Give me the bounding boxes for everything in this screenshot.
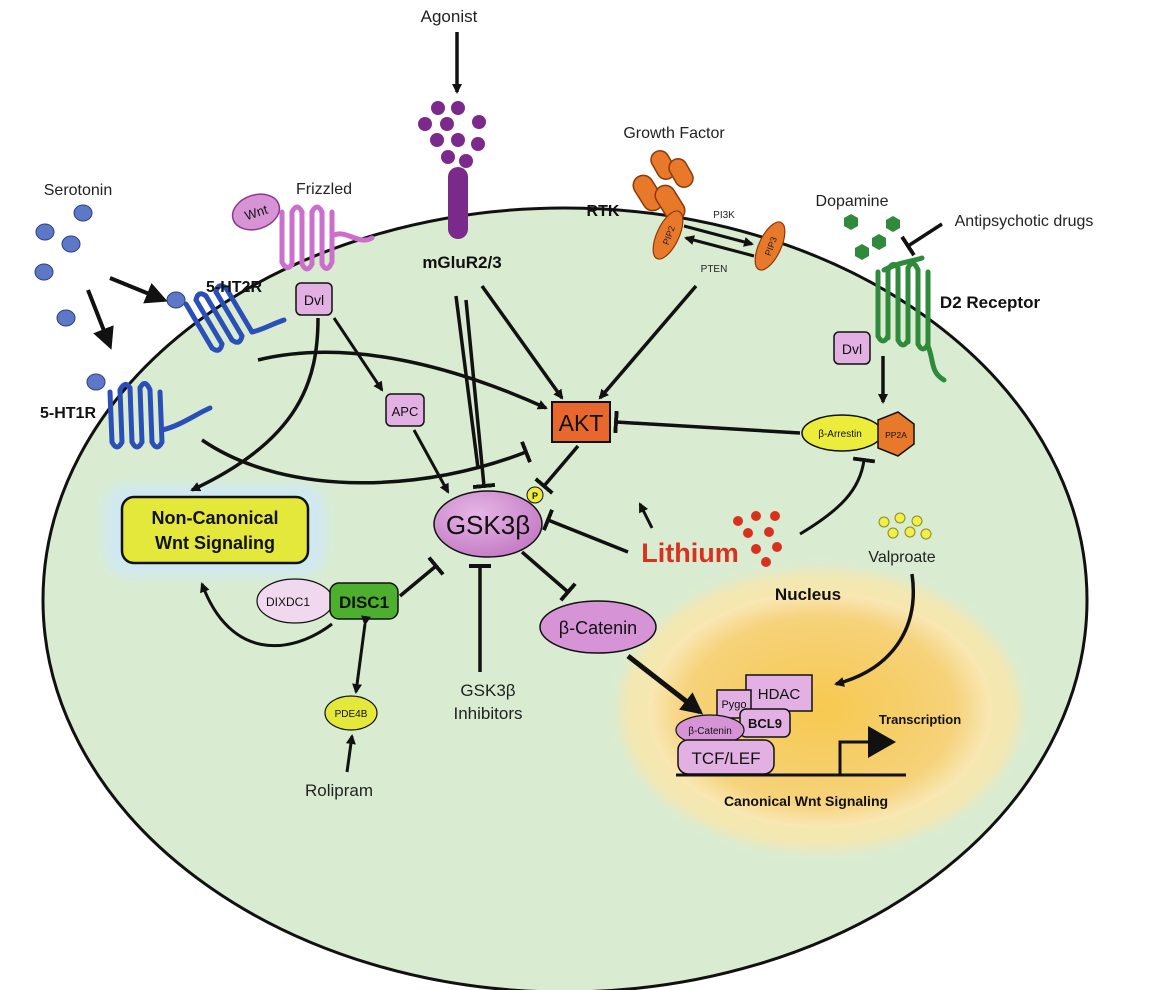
rtk-receptor (632, 150, 694, 222)
frizzled-receptor (279, 204, 375, 272)
pi3k-label: PI3K (713, 210, 735, 221)
lithium-inhibits-gsk (542, 509, 629, 554)
antipsychotic-inhibit (900, 222, 943, 257)
dopamine-particles (844, 214, 900, 260)
growth-factor-label: Growth Factor (623, 125, 725, 142)
pi3k-arrow (683, 224, 754, 247)
pygo-label: Pygo (721, 699, 746, 711)
valproate-particles (878, 512, 932, 540)
pip3-lipid (754, 221, 786, 271)
mglur-label: mGluR2/3 (422, 253, 501, 272)
akt-inhibits-gsk (534, 444, 580, 495)
apc-to-gsk-arrow (412, 429, 450, 494)
ht2r-ligand (166, 291, 186, 309)
pten-label: PTEN (701, 264, 728, 275)
pp2a-hexagon (877, 411, 915, 457)
agonist-label: Agonist (421, 7, 478, 26)
valproate-to-hdac-arrow (834, 573, 915, 687)
disc1-to-noncanonical-arrow (200, 582, 333, 648)
tcf-lef-label: TCF/LEF (692, 749, 761, 768)
gsk-inhibitors-label-1: GSK3β (460, 681, 515, 700)
mglur-receptor (448, 167, 468, 239)
beta-catenin-small-label: β-Catenin (688, 726, 732, 737)
pten-arrow (684, 235, 755, 258)
beta-arrestin-label: β-Arrestin (818, 429, 862, 440)
transcription-arrowhead (868, 726, 896, 758)
gsk3b-label: GSK3β (446, 510, 530, 540)
ht2r-label: 5-HT2R (206, 279, 262, 296)
ht2r-receptor (183, 283, 287, 353)
wnt-label: Wnt (243, 202, 270, 224)
hdac-label: HDAC (758, 686, 801, 703)
wnt-ligand (231, 193, 281, 231)
ht1r-receptor (107, 381, 213, 450)
serotonin-to-ht2r (109, 276, 168, 304)
gsk-inhibits-catenin (520, 550, 577, 602)
arrestin-inhibits-akt (613, 410, 801, 435)
ht1r-inhibits-akt (201, 438, 532, 485)
mglur-inhibits-gsk-b (454, 295, 480, 469)
dvl-left-box (295, 282, 333, 316)
lithium-particles (733, 511, 782, 567)
phospho-label: P (532, 491, 538, 501)
akt-box (551, 401, 611, 443)
rolipram-label: Rolipram (305, 781, 373, 800)
serotonin-to-ht1r (86, 289, 114, 350)
disc1-label: DISC1 (339, 593, 389, 612)
beta-catenin-label: β-Catenin (559, 618, 637, 638)
gsk3b-node (433, 490, 543, 558)
dvl-right-label: Dvl (842, 341, 862, 357)
d2-receptor (875, 255, 947, 383)
dvl-right-box (833, 331, 871, 365)
disc1-inhibits-gsk (398, 556, 445, 598)
antipsychotic-label: Antipsychotic drugs (955, 213, 1094, 230)
transcription-label: Transcription (879, 712, 961, 727)
lithium-inhibits-arrestin (799, 456, 876, 536)
frizzled-label: Frizzled (296, 181, 352, 198)
dvl-to-apc-arrow (332, 317, 384, 392)
transcription-arrow (838, 740, 870, 775)
valproate-label: Valproate (868, 549, 935, 566)
pp2a-label: PP2A (885, 430, 907, 440)
non-canonical-box (120, 495, 310, 565)
glutamate-particles (418, 101, 486, 168)
rtk-label: RTK (587, 203, 620, 220)
ht1r-label: 5-HT1R (40, 405, 96, 422)
akt-label: AKT (559, 410, 604, 436)
dvl-left-label: Dvl (304, 292, 324, 308)
non-canonical-label-1: Non-Canonical (151, 508, 278, 528)
hdac-box (745, 674, 813, 712)
apc-label: APC (392, 404, 419, 419)
serotonin-particles (34, 204, 93, 327)
rolipram-to-pde4b-arrow (345, 734, 356, 773)
lithium-label: Lithium (641, 538, 738, 568)
dixdc1-label: DIXDC1 (266, 595, 310, 609)
canonical-label: Canonical Wnt Signaling (724, 793, 888, 809)
ht2r-to-akt-arrow (257, 350, 548, 410)
pde4b-node (324, 695, 378, 731)
serotonin-label: Serotonin (44, 182, 113, 199)
apc-box (385, 393, 425, 427)
mglur-to-akt-arrow (480, 284, 564, 400)
nucleus-label: Nucleus (775, 585, 841, 604)
lithium-to-akt-arrow (638, 502, 654, 529)
pde4b-label: PDE4B (335, 709, 368, 720)
gsk-inhibitors-label-2: Inhibitors (454, 704, 523, 723)
mglur-inhibits-gsk-a (464, 299, 496, 490)
beta-catenin-node (539, 600, 657, 654)
dopamine-label: Dopamine (816, 193, 889, 210)
dvl-to-noncanonical-arrow (190, 317, 320, 492)
pip2-lipid (652, 210, 684, 260)
d2-receptor-label: D2 Receptor (940, 293, 1041, 312)
non-canonical-label-2: Wnt Signaling (155, 533, 275, 553)
catenin-to-nucleus-arrow (626, 654, 704, 715)
pip3-to-akt-arrow (598, 284, 698, 400)
disc1-pde4b-arrow (352, 615, 372, 694)
ht1r-ligand (86, 373, 106, 391)
bcl9-label: BCL9 (748, 716, 782, 731)
